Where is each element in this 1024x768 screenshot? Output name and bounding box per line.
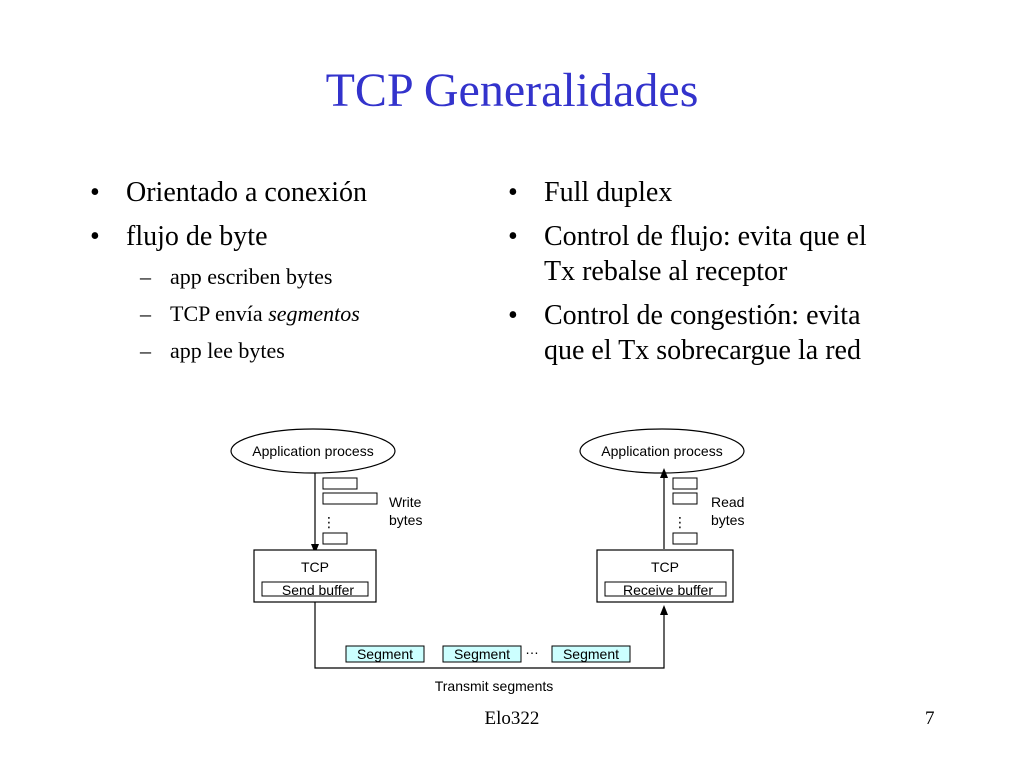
bullet-byte-stream: flujo de byte (90, 219, 470, 254)
bullet-congestion-control-line2: que el Tx sobrecargue la red (544, 335, 861, 366)
transmit-path-arrow (314, 602, 668, 669)
write-label-line1: Write (389, 494, 422, 510)
write-byte-block (322, 532, 348, 545)
left-application-label: Application process (252, 443, 373, 459)
bullet-full-duplex-text: Full duplex (544, 177, 673, 208)
segment-label: Segment (563, 646, 619, 662)
bullet-congestion-control-line1: Control de congestión: evita (544, 300, 861, 331)
read-byte-block (672, 532, 698, 545)
receive-buffer-label: Receive buffer (623, 582, 713, 598)
left-bullet-list: Orientado a conexión flujo de byte app e… (90, 175, 470, 374)
right-bullet-list: Full duplex Control de flujo: evita que … (508, 175, 978, 377)
footer-course: Elo322 (484, 708, 540, 729)
write-vertical-ellipsis: ⋮ (322, 514, 336, 530)
sub-bullet-app-writes: app escriben bytes (90, 263, 470, 291)
send-buffer-box (261, 581, 369, 597)
segment-label: Segment (454, 646, 510, 662)
transmit-segments-label: Transmit segments (435, 678, 554, 694)
left-tcp-label: TCP (301, 559, 329, 575)
right-application-label: Application process (601, 443, 722, 459)
send-buffer-label: Send buffer (282, 582, 354, 598)
sub-bullet-tcp-sends: TCP envía segmentos (90, 300, 470, 328)
read-label-line1: Read (711, 494, 744, 510)
segment-ellipsis: … (525, 641, 539, 657)
bullet-flow-control-line1: Control de flujo: evita que el (544, 221, 867, 252)
bullet-connection-oriented: Orientado a conexión (90, 175, 470, 210)
segment-box (442, 645, 522, 663)
write-byte-block (322, 492, 378, 505)
receive-buffer-box (604, 581, 727, 597)
read-byte-block (672, 477, 698, 490)
bullet-flow-control-line2: Tx rebalse al receptor (544, 256, 788, 287)
segment-box (345, 645, 425, 663)
write-label-line2: bytes (389, 512, 422, 528)
read-byte-block (672, 492, 698, 505)
sub-bullet-segments-emphasis: segmentos (268, 301, 360, 326)
right-tcp-label: TCP (651, 559, 679, 575)
segment-box (551, 645, 631, 663)
read-vertical-ellipsis: ⋮ (673, 514, 687, 530)
page-number: 7 (925, 708, 935, 729)
bullet-flow-control: Control de flujo: evita que el Tx rebalse… (508, 219, 978, 289)
read-label-line2: bytes (711, 512, 744, 528)
segment-label: Segment (357, 646, 413, 662)
write-byte-block (322, 477, 358, 490)
sub-bullet-app-reads: app lee bytes (90, 337, 470, 365)
bullet-full-duplex: Full duplex (508, 175, 978, 210)
bullet-congestion-control: Control de congestión: evita que el Tx so… (508, 298, 978, 368)
left-application-ellipse (230, 428, 396, 474)
sub-bullet-tcp-sends-prefix: TCP envía (170, 301, 269, 326)
slide-title: TCP Generalidades (325, 64, 699, 117)
